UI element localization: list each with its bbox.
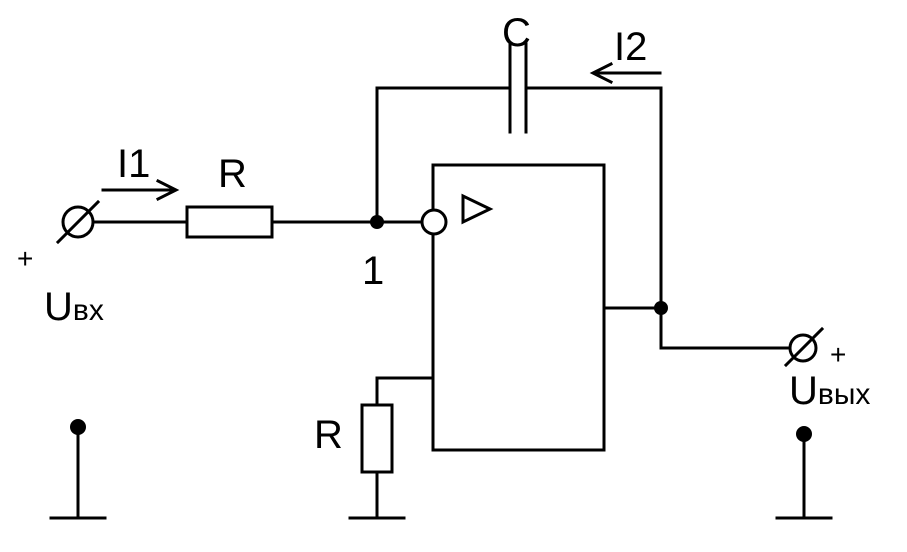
feedback-wire-right <box>526 86 792 350</box>
opamp-triangle-icon <box>461 193 494 225</box>
inverting-input-circle <box>420 208 448 236</box>
current-arrow-i1 <box>101 178 180 202</box>
output-voltage-label: Uвых <box>789 369 870 413</box>
input-voltage-label: Uвх <box>44 285 104 329</box>
current-i2-label: I2 <box>614 25 647 69</box>
output-plus-label: + <box>830 339 846 370</box>
current-arrow-i2 <box>589 61 662 85</box>
ground-resistor <box>360 403 394 474</box>
capacitor-label: C <box>502 11 531 55</box>
wire-noninverting <box>375 376 435 407</box>
output-junction <box>654 301 668 315</box>
feedback-wire-left <box>375 86 510 224</box>
opamp-body <box>431 163 606 452</box>
ground-resistor-label: R <box>314 413 343 457</box>
input-plus-label: + <box>17 243 33 274</box>
input-resistor <box>185 205 274 239</box>
input-resistor-label: R <box>218 152 247 196</box>
node-label: 1 <box>362 249 384 293</box>
current-i1-label: I1 <box>117 142 150 186</box>
output-terminal <box>783 326 825 368</box>
